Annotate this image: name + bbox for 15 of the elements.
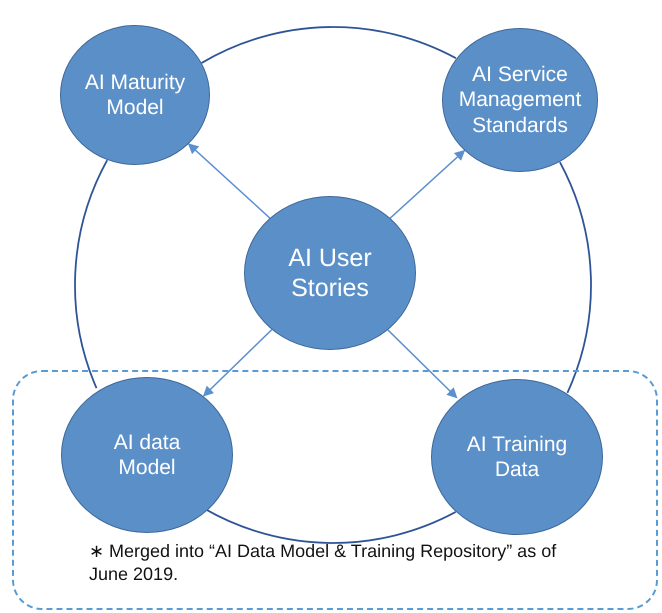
ring-arc	[204, 508, 456, 544]
circle-label: AI Service Management Standards	[458, 62, 582, 138]
dashed-group-frame	[12, 370, 658, 610]
footnote: ∗ Merged into “AI Data Model & Training Repository” as of June 2019.	[89, 540, 558, 586]
circle-label: AI Maturity Model	[84, 70, 186, 120]
circle-label: AI Training Data	[466, 432, 568, 482]
ring-arc	[559, 162, 592, 394]
ring-arc	[74, 160, 108, 388]
arrow	[202, 329, 272, 397]
circle-label: AI User Stories	[287, 243, 373, 303]
circle-label: AI data Model	[112, 430, 182, 480]
arrow	[188, 143, 270, 219]
ring-arc	[201, 26, 456, 64]
arrow	[387, 329, 458, 398]
arrow	[390, 150, 466, 219]
